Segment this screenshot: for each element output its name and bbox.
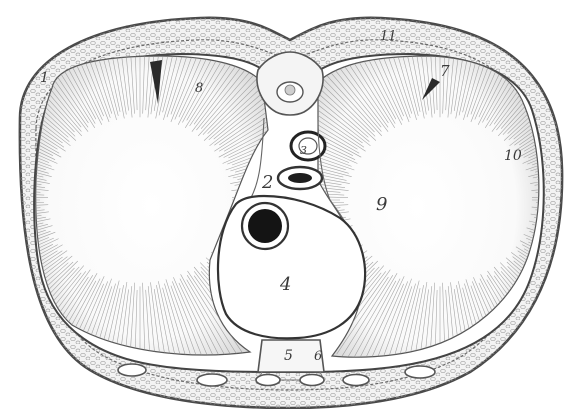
label-8: 8 (195, 81, 203, 96)
label-2: 2 (261, 172, 273, 193)
pulmonary-vessel (242, 203, 288, 249)
label-3: 3 (300, 144, 307, 157)
label-10: 10 (504, 148, 522, 164)
label-7: 7 (440, 62, 450, 80)
label-11: 11 (380, 29, 397, 44)
descending-aorta (278, 167, 322, 189)
label-5: 5 (284, 348, 293, 364)
label-4: 4 (279, 274, 291, 295)
vertebra (257, 52, 323, 115)
label-1: 1 (40, 70, 49, 86)
label-6: 6 (314, 349, 322, 364)
label-9: 9 (376, 194, 387, 215)
